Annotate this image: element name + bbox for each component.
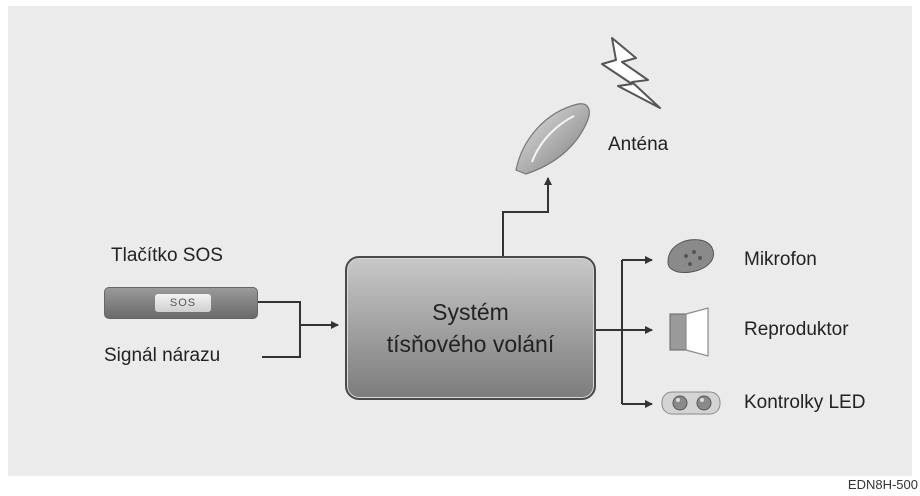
lightning-bolt-icon [601, 37, 661, 109]
sos-button-label: Tlačítko SOS [111, 245, 223, 266]
system-box-title-line2: tísňového volání [386, 331, 555, 357]
speaker-icon [669, 307, 709, 357]
speaker-label: Reproduktor [744, 319, 849, 340]
antenna-icon [515, 103, 590, 175]
sos-to-system-line [256, 301, 339, 329]
system-box-title-line1: Systém [432, 299, 509, 325]
crash-to-system-line [262, 325, 301, 358]
system-to-antenna-line [502, 177, 552, 256]
emergency-call-system-box: Systém tísňového volání [345, 256, 596, 400]
crash-signal-label: Signál nárazu [104, 345, 221, 366]
led-indicators-icon [661, 391, 721, 415]
figure-code: EDN8H-500 [847, 477, 918, 492]
led-label: Kontrolky LED [744, 392, 866, 413]
antenna-label: Anténa [608, 134, 669, 155]
microphone-icon [667, 239, 714, 273]
sos-button-image: SOS [104, 287, 258, 319]
sos-button-face: SOS [155, 294, 211, 312]
microphone-label: Mikrofon [744, 249, 817, 270]
